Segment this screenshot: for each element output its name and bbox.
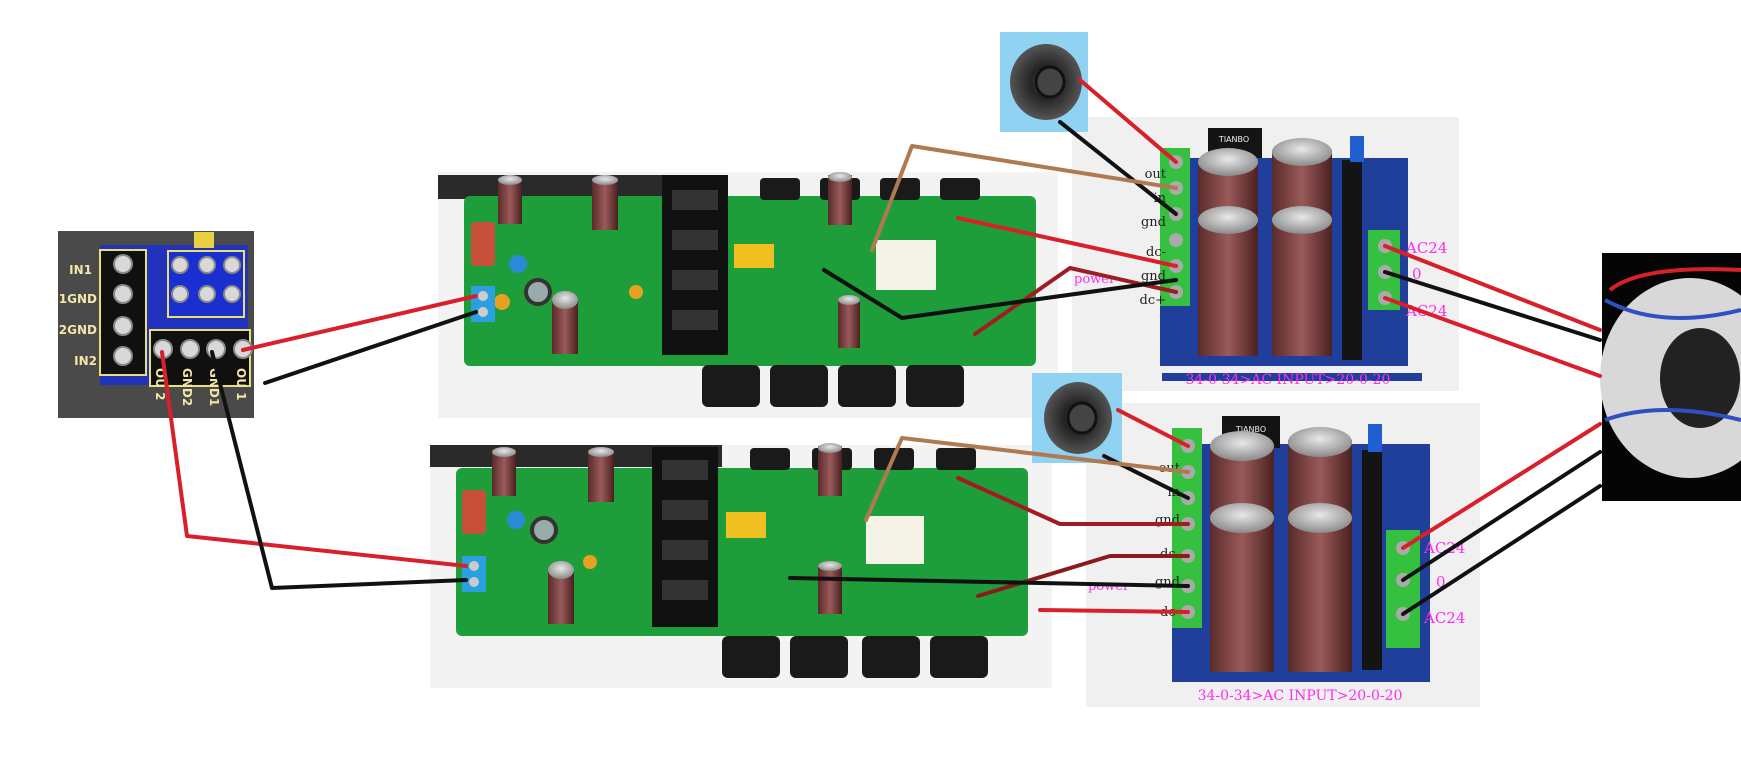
label-ou1: OU 1	[234, 368, 248, 400]
label-in2: IN2	[74, 354, 97, 368]
ps1-label-out: out	[1145, 167, 1167, 182]
wire-black-in1	[263, 310, 478, 385]
input-connector-board: IN1 1GND 2GND IN2 OU 2 GND2 GND1 OU 1	[58, 231, 254, 418]
amplifier-board-2	[430, 443, 1052, 688]
relay-label: TIANBO	[1218, 135, 1249, 144]
wires	[160, 78, 1602, 616]
speaker-icon-2	[1032, 373, 1122, 463]
wire-red-in2	[160, 350, 468, 568]
ps1-label-ac24-top: AC24	[1405, 239, 1447, 257]
ps1-label-gnd: gnd	[1141, 215, 1166, 230]
power-supply-board-2: TIANBO out in gnd dc- gnd dc- power AC24…	[1086, 403, 1480, 707]
ps2-label-ac24-bottom: AC24	[1423, 609, 1465, 627]
ps1-label-zero: 0	[1412, 265, 1422, 283]
ps1-label-dc-minus: dc-	[1146, 245, 1166, 260]
ps1-label-dc-plus: dc+	[1140, 293, 1167, 308]
speaker-icon	[1000, 32, 1088, 132]
label-in1: IN1	[69, 263, 92, 277]
amplifier-board-1	[438, 172, 1058, 418]
label-1gnd: 1GND	[59, 292, 97, 306]
label-gnd2: GND2	[180, 368, 194, 406]
toroidal-transformer-icon	[1600, 253, 1741, 501]
label-2gnd: 2GND	[59, 323, 97, 337]
ps2-label-zero: 0	[1436, 573, 1446, 591]
ps2-bottom-label: 34-0-34>AC INPUT>20-0-20	[1198, 688, 1403, 704]
relay-label-2: TIANBO	[1235, 425, 1266, 434]
ps2-label-ac24-top: AC24	[1423, 539, 1465, 557]
ps1-bottom-label: 34-0-34>AC INPUT>20-0-20	[1186, 372, 1391, 388]
wire-black-in2	[210, 350, 468, 590]
power-supply-board-1: TIANBO out in gnd dc- gnd dc+ power AC24…	[1072, 117, 1459, 391]
wire-red-in1	[241, 294, 478, 352]
